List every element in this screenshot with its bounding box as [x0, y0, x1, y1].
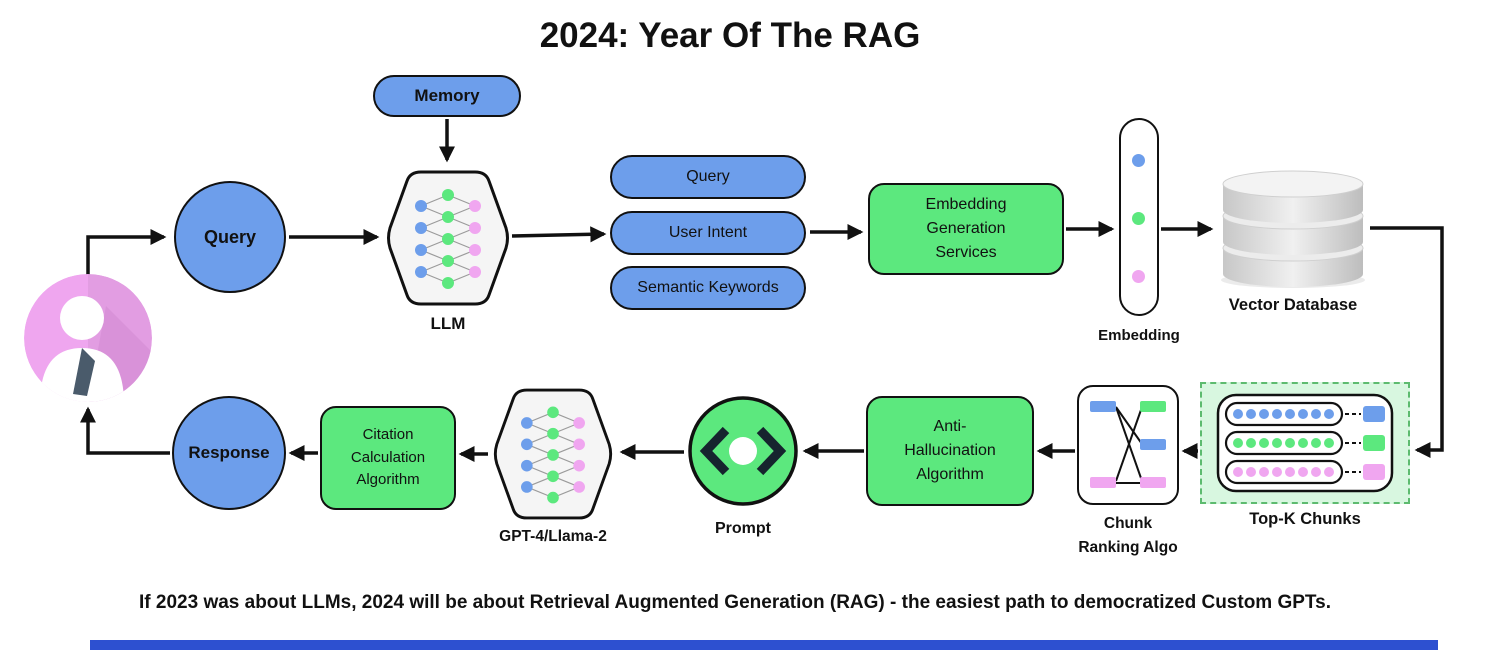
embedding-dot-green	[1132, 212, 1145, 225]
intent-pill-user-intent: User Intent	[610, 211, 806, 255]
code-brackets-icon	[688, 396, 798, 506]
neural-network-icon	[387, 170, 509, 306]
response-node: Response	[172, 396, 286, 510]
crossing-rank-icon	[1090, 401, 1166, 488]
intent-pill-semantic-keywords-label: Semantic Keywords	[637, 279, 779, 296]
embedding-node	[1119, 118, 1159, 316]
neural-network-icon	[493, 388, 613, 520]
top-k-chunks-node	[1200, 382, 1410, 504]
vector-database-node	[1218, 168, 1368, 297]
anti-hallucination-node: Anti- Hallucination Algorithm	[866, 396, 1034, 506]
citation-node: Citation Calculation Algorithm	[320, 406, 456, 510]
arrow-response-to-user	[79, 406, 170, 455]
response-label: Response	[188, 443, 270, 462]
embedding-label: Embedding	[1098, 327, 1180, 344]
top-k-chunks-label: Top-K Chunks	[1249, 510, 1361, 528]
memory-node: Memory	[373, 75, 521, 117]
generator-node	[490, 385, 616, 528]
intent-pill-query: Query	[610, 155, 806, 199]
chunk-rows-icon	[1216, 393, 1394, 493]
user-node	[22, 272, 154, 409]
query-node: Query	[174, 181, 286, 293]
llm-label: LLM	[430, 314, 466, 333]
memory-label: Memory	[414, 86, 480, 105]
chunk-ranking-node	[1077, 385, 1179, 505]
embedding-dot-pink	[1132, 270, 1145, 283]
page-title: 2024: Year Of The RAG	[539, 16, 921, 55]
database-cylinder-icon	[1221, 170, 1365, 288]
intent-pill-query-label: Query	[686, 168, 730, 185]
footer-bar	[90, 640, 1438, 650]
user-icon	[24, 274, 152, 402]
llm-node	[383, 167, 513, 314]
embedding-services-node: Embedding Generation Services	[868, 183, 1064, 275]
arrow-llm-to-intents	[511, 226, 607, 243]
generator-label: GPT-4/Llama-2	[499, 528, 607, 545]
query-label: Query	[203, 226, 257, 247]
arrow-vectordb-to-topk	[1370, 226, 1444, 459]
vector-database-label: Vector Database	[1228, 296, 1358, 314]
caption: If 2023 was about LLMs, 2024 will be abo…	[139, 592, 1331, 613]
intent-pill-user-intent-label: User Intent	[668, 224, 748, 241]
prompt-node	[686, 394, 800, 513]
chunk-ranking-label: Chunk Ranking Algo	[1078, 515, 1178, 557]
embedding-dot-blue	[1132, 154, 1145, 167]
intent-pill-semantic-keywords: Semantic Keywords	[610, 266, 806, 310]
prompt-label: Prompt	[715, 520, 771, 537]
